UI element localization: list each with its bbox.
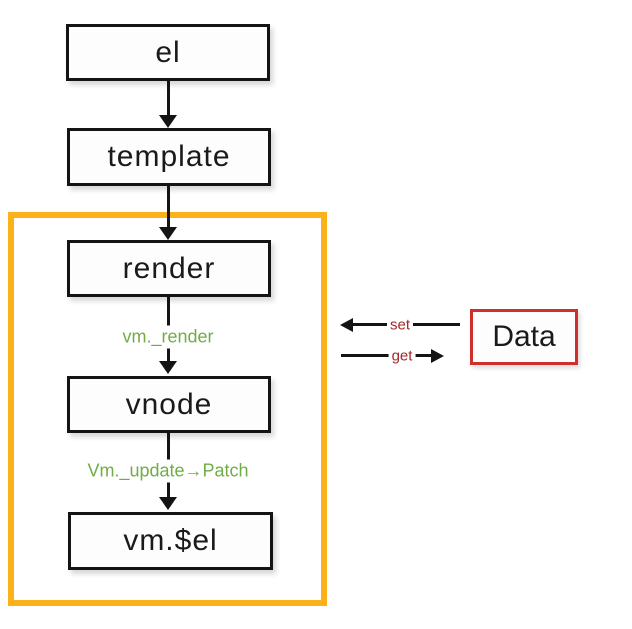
node-vnode: vnode xyxy=(67,376,271,433)
arrow-shaft xyxy=(341,354,431,357)
node-vm-el: vm.$el xyxy=(68,512,273,570)
get-label: get xyxy=(388,347,416,365)
arrowhead-right-icon xyxy=(431,349,444,363)
arrow-shaft xyxy=(167,186,170,227)
arrow-shaft xyxy=(167,81,170,116)
edge-label-vm-render: vm._render xyxy=(118,325,218,349)
highlight-frame xyxy=(8,212,327,606)
arrowhead-left-icon xyxy=(340,318,353,332)
arrowhead-down-icon xyxy=(159,227,177,240)
arrowhead-down-icon xyxy=(159,361,177,374)
arrowhead-down-icon xyxy=(159,115,177,128)
set-label: set xyxy=(386,316,414,334)
edge-label-vm-update-patch: Vm._update→Patch xyxy=(83,459,253,483)
node-template: template xyxy=(67,128,271,186)
arrowhead-down-icon xyxy=(159,497,177,510)
node-data: Data xyxy=(470,309,578,365)
node-el: el xyxy=(66,24,270,81)
node-render: render xyxy=(67,240,271,297)
